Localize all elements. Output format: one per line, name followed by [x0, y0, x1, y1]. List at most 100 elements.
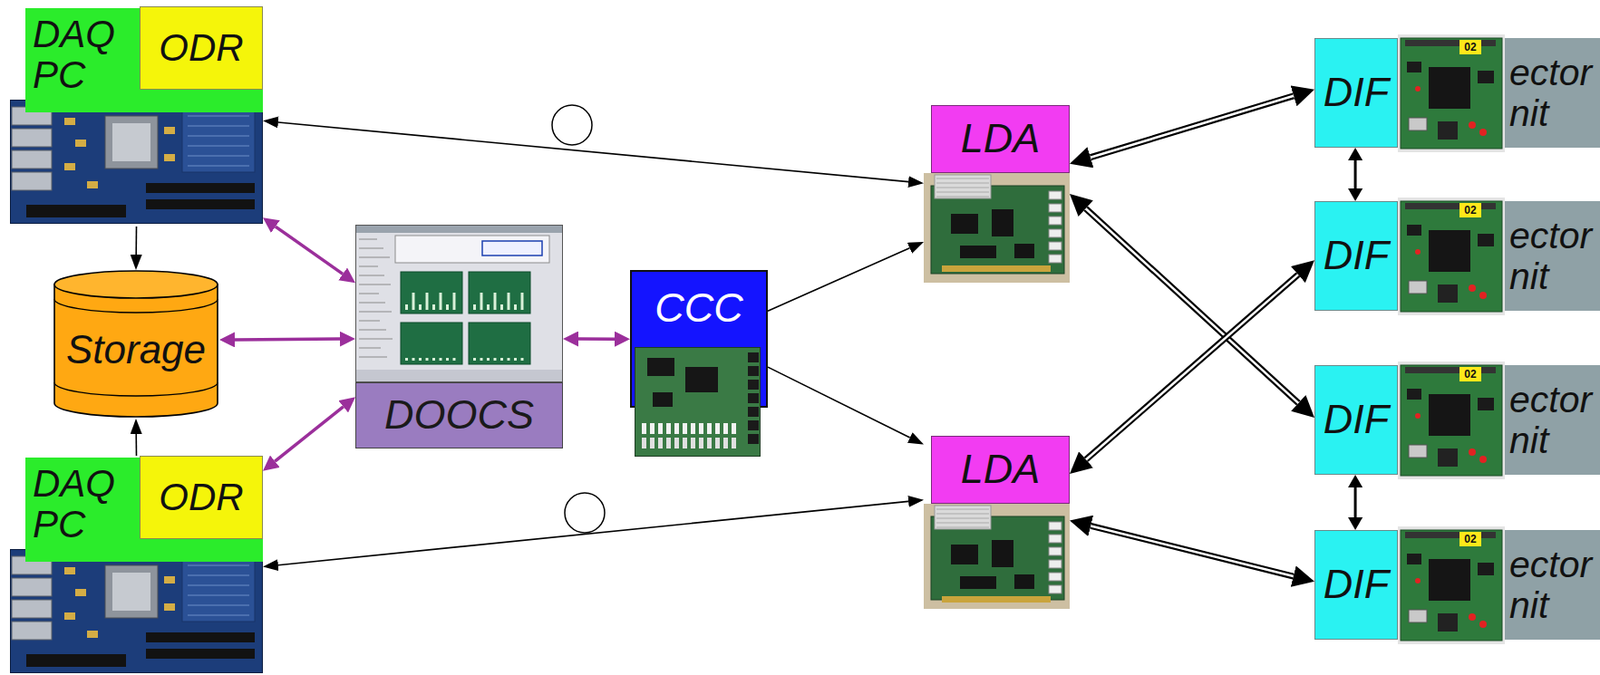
pcb: [1400, 38, 1503, 149]
chart-bar: [439, 358, 443, 361]
node-label: DIF: [1323, 233, 1390, 279]
connector: [1355, 487, 1357, 518]
header-pin: [715, 423, 720, 435]
connector: [1437, 121, 1458, 140]
photo-ground: [1397, 526, 1505, 645]
title-bar: [356, 225, 563, 233]
node-label: DAQ PC: [32, 13, 137, 97]
chart-bar: [446, 304, 449, 311]
sfp-cage: [11, 128, 52, 147]
text-line: [358, 275, 385, 277]
pcb-area: [182, 108, 255, 173]
header-pin: [690, 423, 696, 435]
lda-face: LDA: [930, 436, 1070, 505]
chart-bar: [426, 358, 429, 361]
connector-line: [1090, 525, 1293, 577]
chart-bar: [494, 292, 497, 311]
connector-line: [278, 122, 909, 183]
dif-box: DIF: [1314, 38, 1398, 148]
connector: [1408, 281, 1427, 294]
chart-bar: [507, 358, 511, 361]
chart-bar: [473, 358, 476, 361]
ribbon-wire: [936, 527, 990, 529]
ribbon-wire: [936, 196, 990, 198]
node-label: ector nit: [1509, 52, 1598, 134]
chart-bar: [480, 358, 484, 361]
slot-connector: [26, 204, 127, 218]
chart-bar: [405, 358, 408, 361]
led: [1415, 249, 1421, 255]
component: [75, 589, 87, 597]
ribbon-wire: [936, 518, 990, 520]
connector: [1048, 229, 1062, 238]
node-label: ector nit: [1509, 544, 1598, 626]
chip: [1477, 233, 1494, 247]
node-label: DIF: [1323, 562, 1390, 608]
photo-ground: [923, 173, 1070, 283]
connector: [1086, 274, 1299, 460]
node-label: DOOCS: [384, 393, 534, 438]
pcb-trace: [187, 585, 250, 587]
connector: [747, 420, 759, 431]
header-pin: [666, 437, 671, 449]
text-line: [358, 284, 391, 286]
connector: [1405, 532, 1496, 539]
slot-connector: [145, 199, 255, 210]
chart-bar: [521, 292, 524, 311]
doocs-panel: DOOCS: [355, 224, 563, 449]
connector-line: [275, 226, 343, 274]
chip: [1477, 397, 1494, 411]
connector: [747, 352, 759, 363]
doocs-screenshot: [355, 224, 563, 383]
pcb-trace: [187, 165, 250, 167]
node-label: ODR: [158, 476, 243, 518]
text-line: [358, 248, 384, 250]
chart: [400, 271, 463, 314]
connector: [1048, 191, 1062, 200]
chart-bar: [486, 358, 490, 361]
pcb-trace: [187, 605, 250, 607]
component: [64, 612, 76, 621]
chip: [960, 576, 997, 590]
text-line: [358, 293, 379, 295]
dif-photo: [1397, 197, 1505, 316]
detector-unit-box: ector nit: [1504, 365, 1600, 476]
panel: [395, 235, 550, 263]
board-sticker: 02: [1459, 367, 1482, 382]
led: [1415, 86, 1421, 92]
node-label: ector nit: [1509, 215, 1598, 297]
led: [1415, 413, 1421, 419]
component: [87, 630, 98, 639]
chart-bar: [486, 304, 490, 311]
node-label: DAQ PC: [32, 463, 137, 546]
component: [164, 154, 175, 162]
connector: [1048, 560, 1062, 569]
connector-line: [1354, 160, 1358, 189]
photo-ground: [1397, 197, 1505, 316]
header-pin: [731, 423, 737, 435]
dif-box: DIF: [1314, 530, 1398, 640]
lda-face: LDA: [930, 105, 1070, 174]
dif-photo: [1397, 526, 1505, 645]
chip: [1406, 224, 1422, 236]
connector-line: [767, 367, 911, 438]
header-pin: [715, 437, 720, 449]
component: [64, 117, 76, 126]
pcb-trace: [187, 615, 250, 617]
header-pin: [723, 423, 728, 435]
pcb-trace: [187, 595, 250, 597]
component: [64, 567, 76, 575]
connector: [1090, 525, 1293, 577]
connector-line: [135, 434, 137, 456]
text-line: [358, 302, 386, 304]
chip: [1014, 574, 1035, 590]
header-pin: [698, 423, 704, 435]
chip: [950, 213, 979, 234]
connector: [1437, 448, 1458, 467]
board-sticker: 02: [1459, 203, 1482, 218]
dif-photo: [1397, 361, 1505, 480]
odr-box: ODR: [139, 455, 263, 540]
fpga-chip: [1428, 394, 1471, 437]
node-label: CCC: [654, 286, 744, 331]
